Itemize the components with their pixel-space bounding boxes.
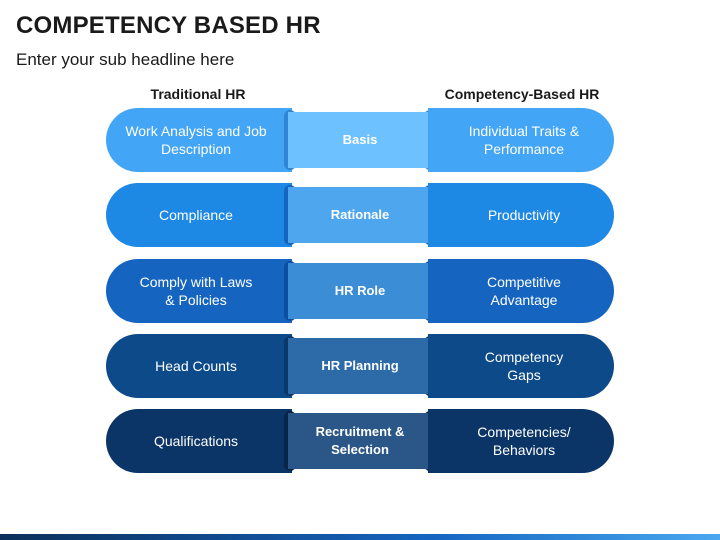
page-subtitle: Enter your sub headline here bbox=[16, 50, 235, 69]
traditional-cell-text: Work Analysis and Job Description bbox=[125, 123, 267, 157]
competency-cell: Competitive Advantage bbox=[428, 259, 614, 323]
competency-cell-text: Individual Traits & Performance bbox=[468, 123, 580, 157]
competency-cell: Competency Gaps bbox=[428, 334, 614, 398]
aspect-connector: HR Role bbox=[284, 261, 436, 321]
aspect-connector: Basis bbox=[284, 110, 436, 170]
traditional-cell: Head Counts bbox=[106, 334, 292, 398]
column-header-traditional: Traditional HR bbox=[150, 86, 246, 102]
page-title: COMPETENCY BASED HR bbox=[16, 12, 321, 39]
aspect-label: Recruitment & Selection bbox=[288, 413, 432, 469]
comparison-row: Qualifications Recruitment & Selection C… bbox=[0, 409, 720, 473]
aspect-label-text: HR Planning bbox=[321, 358, 399, 373]
traditional-cell: Qualifications bbox=[106, 409, 292, 473]
connector-band bbox=[288, 263, 432, 319]
aspect-label-text: HR Role bbox=[334, 283, 386, 298]
traditional-cell-text: Compliance bbox=[159, 207, 233, 223]
aspect-connector: Recruitment & Selection bbox=[284, 411, 436, 471]
aspect-label-text: Rationale bbox=[330, 207, 390, 222]
connector-band bbox=[288, 187, 432, 243]
aspect-label: Basis bbox=[288, 112, 432, 168]
aspect-label-text: Recruitment & Selection bbox=[315, 424, 405, 457]
comparison-row: Head Counts HR Planning Competency Gaps bbox=[0, 334, 720, 398]
traditional-cell-text: Head Counts bbox=[155, 358, 237, 374]
connector-band bbox=[288, 112, 432, 168]
traditional-cell: Compliance bbox=[106, 183, 292, 247]
column-header-competency: Competency-Based HR bbox=[444, 86, 600, 102]
competency-cell-text: Competency Gaps bbox=[484, 349, 564, 383]
traditional-cell: Comply with Laws & Policies bbox=[106, 259, 292, 323]
traditional-cell: Work Analysis and Job Description bbox=[106, 108, 292, 172]
competency-cell-text: Competencies/ Behaviors bbox=[477, 424, 571, 458]
connector-band bbox=[288, 413, 432, 469]
comparison-row: Comply with Laws & Policies HR Role Comp… bbox=[0, 259, 720, 323]
comparison-row: Compliance Rationale Productivity bbox=[0, 183, 720, 247]
traditional-cell-text: Comply with Laws & Policies bbox=[139, 274, 253, 308]
competency-cell: Productivity bbox=[428, 183, 614, 247]
aspect-label: HR Planning bbox=[288, 338, 432, 394]
aspect-connector: Rationale bbox=[284, 185, 436, 245]
competency-cell-text: Productivity bbox=[487, 207, 561, 223]
competency-cell: Competencies/ Behaviors bbox=[428, 409, 614, 473]
aspect-label-text: Basis bbox=[342, 132, 378, 147]
traditional-cell-text: Qualifications bbox=[153, 433, 239, 449]
competency-cell: Individual Traits & Performance bbox=[428, 108, 614, 172]
aspect-connector: HR Planning bbox=[284, 336, 436, 396]
competency-cell-text: Competitive Advantage bbox=[487, 274, 561, 308]
comparison-row: Work Analysis and Job Description Basis … bbox=[0, 108, 720, 172]
aspect-label: HR Role bbox=[288, 263, 432, 319]
connector-band bbox=[288, 338, 432, 394]
aspect-label: Rationale bbox=[288, 187, 432, 243]
footer-accent-bar bbox=[0, 534, 720, 540]
